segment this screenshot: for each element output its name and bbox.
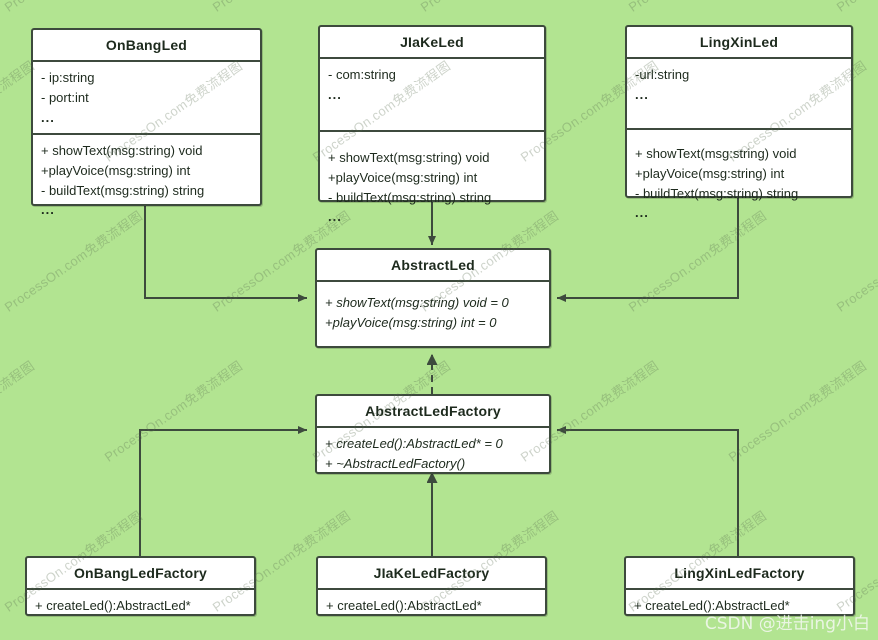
edge-onbangledfactory-to-abstractledfactory <box>139 426 307 556</box>
class-attributes-jiakeled: - com:string ... <box>320 59 544 132</box>
class-box-onbangledfactory[interactable]: OnBangLedFactory + createLed():AbstractL… <box>25 556 256 616</box>
class-attributes-lingxinled: -url:string ... <box>627 59 851 130</box>
class-title-onbangledfactory: OnBangLedFactory <box>27 558 254 590</box>
method-row: +playVoice(msg:string) int <box>635 165 785 181</box>
method-row: + showText(msg:string) void <box>328 150 490 165</box>
class-title-abstractledfactory: AbstractLedFactory <box>317 396 549 428</box>
class-methods-abstractledfactory: + createLed():AbstractLed* = 0 + ~Abstra… <box>317 428 549 480</box>
attribute-row: - port:int <box>41 89 89 105</box>
class-title-lingxinled: LingXinLed <box>627 27 851 59</box>
method-row: + createLed():AbstractLed* <box>634 598 790 613</box>
class-box-abstractledfactory[interactable]: AbstractLedFactory + createLed():Abstrac… <box>315 394 551 474</box>
method-row: +playVoice(msg:string) int <box>328 169 478 185</box>
method-row: + showText(msg:string) void = 0 <box>325 295 509 310</box>
class-methods-lingxinled: + showText(msg:string) void +playVoice(m… <box>627 130 851 229</box>
csdn-watermark: CSDN @进击ing小白 <box>704 614 870 634</box>
method-row: + createLed():AbstractLed* = 0 <box>325 436 503 451</box>
attribute-row: - ip:string <box>41 70 95 85</box>
attribute-row: ... <box>41 109 55 125</box>
class-methods-onbangled: + showText(msg:string) void +playVoice(m… <box>33 135 260 226</box>
edge-lingxinledfactory-to-abstractledfactory <box>557 426 739 556</box>
method-row: - buildText(msg:string) string <box>328 189 492 205</box>
class-attributes-onbangled: - ip:string - port:int ... <box>33 62 260 135</box>
edge-lingxinled-to-abstractled <box>557 198 739 302</box>
class-box-onbangled[interactable]: OnBangLed - ip:string - port:int ... + s… <box>31 28 262 217</box>
method-row: + createLed():AbstractLed* <box>326 598 482 613</box>
edge-onbangled-to-abstractled <box>144 205 307 302</box>
method-row: - buildText(msg:string) string <box>635 185 799 201</box>
class-title-jiakeledfactory: JIaKeLedFactory <box>318 558 545 590</box>
class-methods-jiakeledfactory: + createLed():AbstractLed* <box>318 590 545 622</box>
attribute-row: ... <box>635 86 649 102</box>
method-row: ... <box>635 205 649 221</box>
class-title-lingxinledfactory: LingXinLedFactory <box>626 558 853 590</box>
method-row: ... <box>328 209 342 225</box>
method-row: - buildText(msg:string) string <box>41 182 205 198</box>
class-title-jiakeled: JIaKeLed <box>320 27 544 59</box>
method-row: ... <box>41 202 55 218</box>
class-methods-lingxinledfactory: + createLed():AbstractLed* <box>626 590 853 622</box>
class-box-lingxinled[interactable]: LingXinLed -url:string ... + showText(ms… <box>625 25 853 220</box>
class-title-abstractled: AbstractLed <box>317 250 549 282</box>
attribute-row: - com:string <box>328 67 396 82</box>
class-box-abstractled[interactable]: AbstractLed + showText(msg:string) void … <box>315 248 551 348</box>
method-row: + createLed():AbstractLed* <box>35 598 191 613</box>
class-box-lingxinledfactory[interactable]: LingXinLedFactory + createLed():Abstract… <box>624 556 855 616</box>
attribute-row: -url:string <box>635 67 690 82</box>
class-methods-abstractled: + showText(msg:string) void = 0 +playVoi… <box>317 282 549 339</box>
class-methods-onbangledfactory: + createLed():AbstractLed* <box>27 590 254 622</box>
attribute-row: ... <box>328 86 342 102</box>
method-row: +playVoice(msg:string) int <box>41 162 191 178</box>
class-methods-jiakeled: + showText(msg:string) void +playVoice(m… <box>320 132 544 233</box>
method-row: + showText(msg:string) void <box>635 146 797 161</box>
class-box-jiakeled[interactable]: JIaKeLed - com:string ... + showText(msg… <box>318 25 546 224</box>
class-title-onbangled: OnBangLed <box>33 30 260 62</box>
class-box-jiakeledfactory[interactable]: JIaKeLedFactory + createLed():AbstractLe… <box>316 556 547 616</box>
method-row: +playVoice(msg:string) int = 0 <box>325 314 497 330</box>
method-row: + ~AbstractLedFactory() <box>325 455 466 471</box>
method-row: + showText(msg:string) void <box>41 143 203 158</box>
